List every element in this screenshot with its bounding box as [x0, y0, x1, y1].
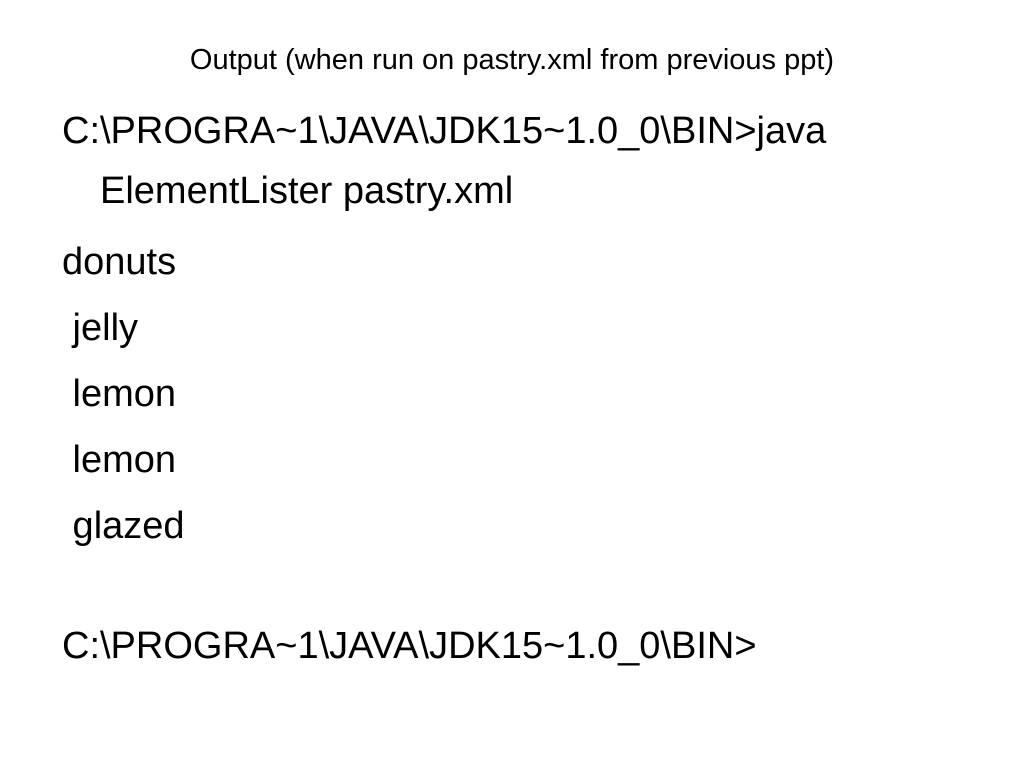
- output-line-lemon-1: lemon: [62, 373, 177, 415]
- output-line-jelly: jelly: [62, 307, 139, 349]
- output-line-donuts: donuts: [62, 241, 177, 283]
- final-prompt: C:\PROGRA~1\JAVA\JDK15~1.0_0\BIN>: [62, 625, 757, 667]
- command-line: C:\PROGRA~1\JAVA\JDK15~1.0_0\BIN>java El…: [62, 110, 827, 212]
- console-output: C:\PROGRA~1\JAVA\JDK15~1.0_0\BIN>java El…: [62, 101, 972, 679]
- blank-line: [62, 559, 972, 613]
- slide-title: Output (when run on pastry.xml from prev…: [189, 44, 835, 76]
- output-line-lemon-2: lemon: [62, 439, 177, 481]
- output-line-glazed: glazed: [62, 505, 185, 547]
